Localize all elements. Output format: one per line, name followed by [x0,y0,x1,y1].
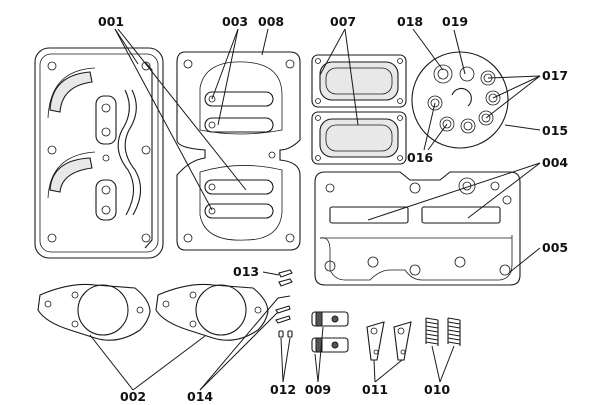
part-002-gaskets [37,283,269,341]
label-018: 018 [397,14,423,29]
part-010-springs [425,317,461,346]
part-015-round-disc [411,51,509,149]
part-013-014-reeds [275,269,293,324]
part-007-gaskets [311,54,407,165]
part-001-head-plate [34,47,164,259]
label-009: 009 [305,382,331,397]
part-011-levers [366,321,412,361]
label-001: 001 [98,14,124,29]
part-009-valve-guides [311,311,349,353]
label-007: 007 [330,14,356,29]
part-008-valve-plate [176,51,301,251]
leader-lines [89,28,541,391]
part-012-pins [278,330,293,338]
label-002: 002 [120,389,146,404]
label-010: 010 [424,382,450,397]
label-003: 003 [222,14,248,29]
label-011: 011 [362,382,388,397]
part-labels: 001 003 008 007 018 019 017 015 016 004 … [98,14,568,404]
label-004: 004 [542,155,568,170]
label-012: 012 [270,382,296,397]
label-016: 016 [407,150,433,165]
label-015: 015 [542,123,568,138]
label-013: 013 [233,264,259,279]
label-014: 014 [187,389,213,404]
label-005: 005 [542,240,568,255]
label-017: 017 [542,68,568,83]
part-005-base-plate [314,171,521,286]
label-019: 019 [442,14,468,29]
label-008: 008 [258,14,284,29]
